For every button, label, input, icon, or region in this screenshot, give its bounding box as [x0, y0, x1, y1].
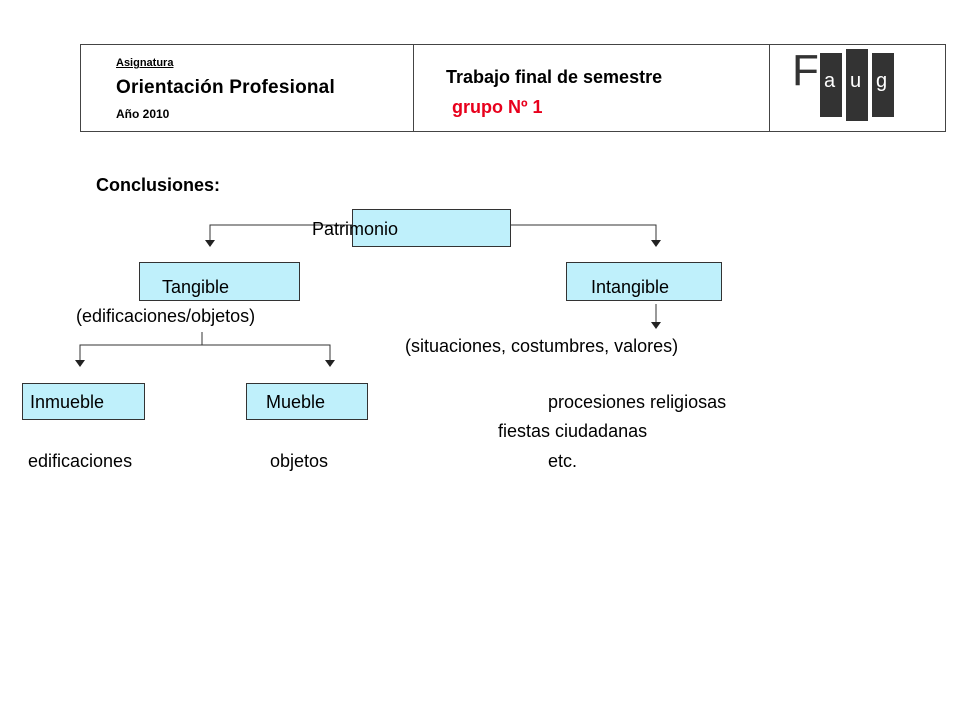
node-intangible — [566, 262, 722, 301]
intangible-example: procesiones religiosas — [548, 392, 727, 412]
connector-line — [79, 344, 331, 360]
inmueble-example: edificaciones — [28, 451, 133, 471]
node-inmueble — [22, 383, 145, 420]
intangible-example: fiestas ciudadanas — [498, 421, 648, 441]
subject-label: Asignatura — [116, 57, 174, 69]
group-label: grupo Nº 1 — [452, 97, 543, 117]
arrow-head — [205, 240, 215, 247]
node-patrimonio — [352, 209, 511, 247]
logo-letter-a: a — [824, 70, 836, 92]
node-mueble — [246, 383, 368, 420]
logo-letter-g: g — [876, 70, 887, 92]
work-title: Trabajo final de semestre — [446, 67, 663, 87]
logo-letter-u: u — [850, 70, 861, 92]
intangible-note: (situaciones, costumbres, valores) — [405, 336, 679, 356]
arrow-head — [651, 322, 661, 329]
connector-line — [209, 224, 352, 240]
course-name: Orientación Profesional — [116, 77, 335, 98]
node-mueble-label: Mueble — [266, 392, 326, 412]
faug-logo: F a u g — [792, 47, 894, 121]
arrow-head — [325, 360, 335, 367]
header-divider — [769, 45, 770, 131]
header-divider — [413, 45, 414, 131]
conclusions-heading: Conclusiones: — [96, 175, 221, 195]
header-box — [80, 44, 946, 132]
logo-panel — [872, 53, 894, 117]
logo-panel — [846, 49, 868, 121]
mueble-example: objetos — [270, 451, 329, 471]
arrow-head — [651, 240, 661, 247]
connector-line — [510, 224, 657, 240]
node-intangible-label: Intangible — [591, 277, 670, 297]
year-label: Año 2010 — [116, 107, 170, 121]
node-tangible — [139, 262, 300, 301]
node-patrimonio-label: Patrimonio — [312, 219, 399, 239]
tangible-note: (edificaciones/objetos) — [76, 306, 256, 326]
logo-letter-f: F — [792, 47, 819, 95]
arrow-head — [75, 360, 85, 367]
intangible-example: etc. — [548, 451, 578, 471]
logo-panel — [820, 53, 842, 117]
node-inmueble-label: Inmueble — [30, 392, 105, 412]
node-tangible-label: Tangible — [162, 277, 230, 297]
